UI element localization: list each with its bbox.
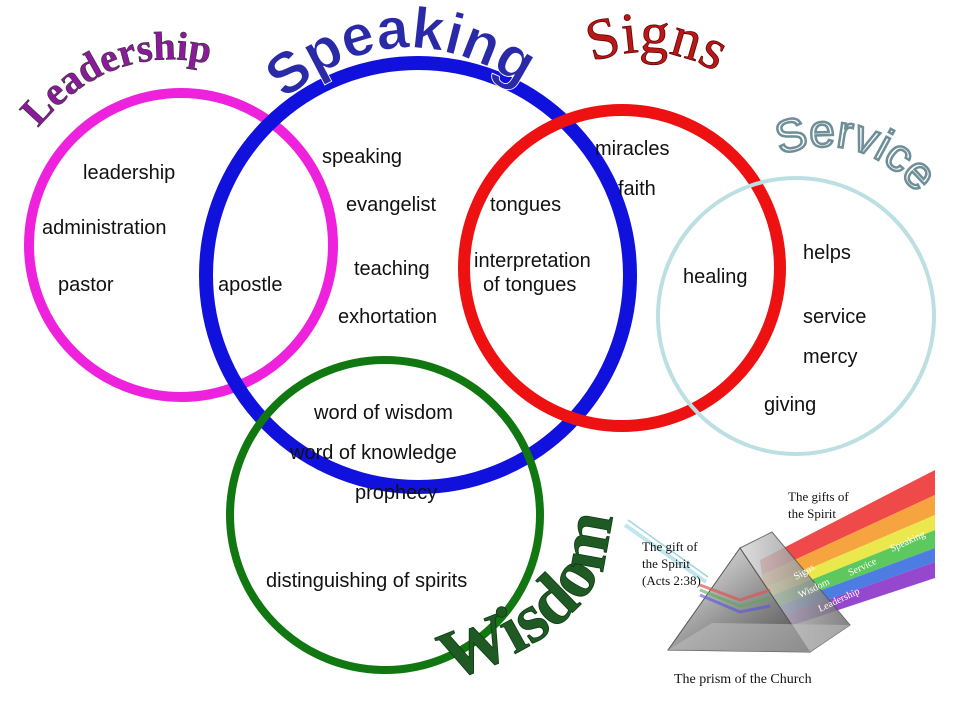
prism-illustration: Signs Wisdom Service Speaking Leadership (623, 470, 935, 653)
gift-administration: administration (42, 217, 167, 239)
caption-prism-of-church: The prism of the Church (674, 672, 812, 687)
gift-speaking: speaking (322, 146, 403, 168)
caption-gift-of-spirit: The gift of the Spirit (Acts 2:38) (642, 538, 701, 589)
caption-gift-line3: (Acts 2:38) (642, 573, 701, 588)
gift-word-of-wisdom: word of wisdom (314, 402, 453, 424)
caption-gifts-line2: the Spirit (788, 506, 837, 521)
gift-interpretation-line1: interpretation (474, 250, 591, 272)
gift-interpretation-line2: of tongues (483, 274, 577, 296)
caption-gift-line1: The gift of (642, 539, 698, 554)
signs-circle (458, 104, 786, 432)
speaking-title: Speaking (253, 0, 547, 110)
service-circle (656, 176, 936, 456)
gift-healing: healing (683, 266, 748, 288)
wisdom-circle (226, 356, 544, 674)
gift-service: service (803, 306, 867, 328)
caption-gifts-of-spirit: The gifts of the Spirit (788, 488, 849, 522)
wisdom-title: Wisdom (428, 505, 629, 696)
gift-evangelist: evangelist (346, 194, 437, 216)
gift-miracles: miracles (595, 138, 670, 160)
leadership-title: Leadership (11, 23, 215, 134)
gift-teaching: teaching (354, 258, 430, 280)
gift-pastor: pastor (58, 274, 114, 296)
gift-distinguishing-of-spirits: distinguishing of spirits (266, 570, 468, 592)
signs-title: Signs (579, 0, 740, 83)
caption-gifts-line1: The gifts of (788, 489, 849, 504)
service-title: Service (770, 104, 948, 200)
leadership-circle (24, 88, 338, 402)
gift-word-of-knowledge: word of knowledge (290, 442, 457, 464)
gift-helps: helps (803, 242, 851, 264)
gift-tongues: tongues (490, 194, 562, 216)
gift-giving: giving (764, 394, 817, 416)
incoming-light-beam (623, 523, 708, 584)
gift-exhortation: exhortation (338, 306, 437, 328)
spectrum-red (760, 470, 935, 575)
gift-faith: faith (618, 178, 656, 200)
spectrum-orange (762, 495, 935, 588)
gift-mercy: mercy (803, 346, 858, 368)
gift-apostle: apostle (218, 274, 283, 296)
caption-gift-line2: the Spirit (642, 556, 691, 571)
gift-leadership: leadership (83, 162, 176, 184)
gift-prophecy: prophecy (355, 482, 438, 504)
speaking-circle (199, 56, 637, 494)
